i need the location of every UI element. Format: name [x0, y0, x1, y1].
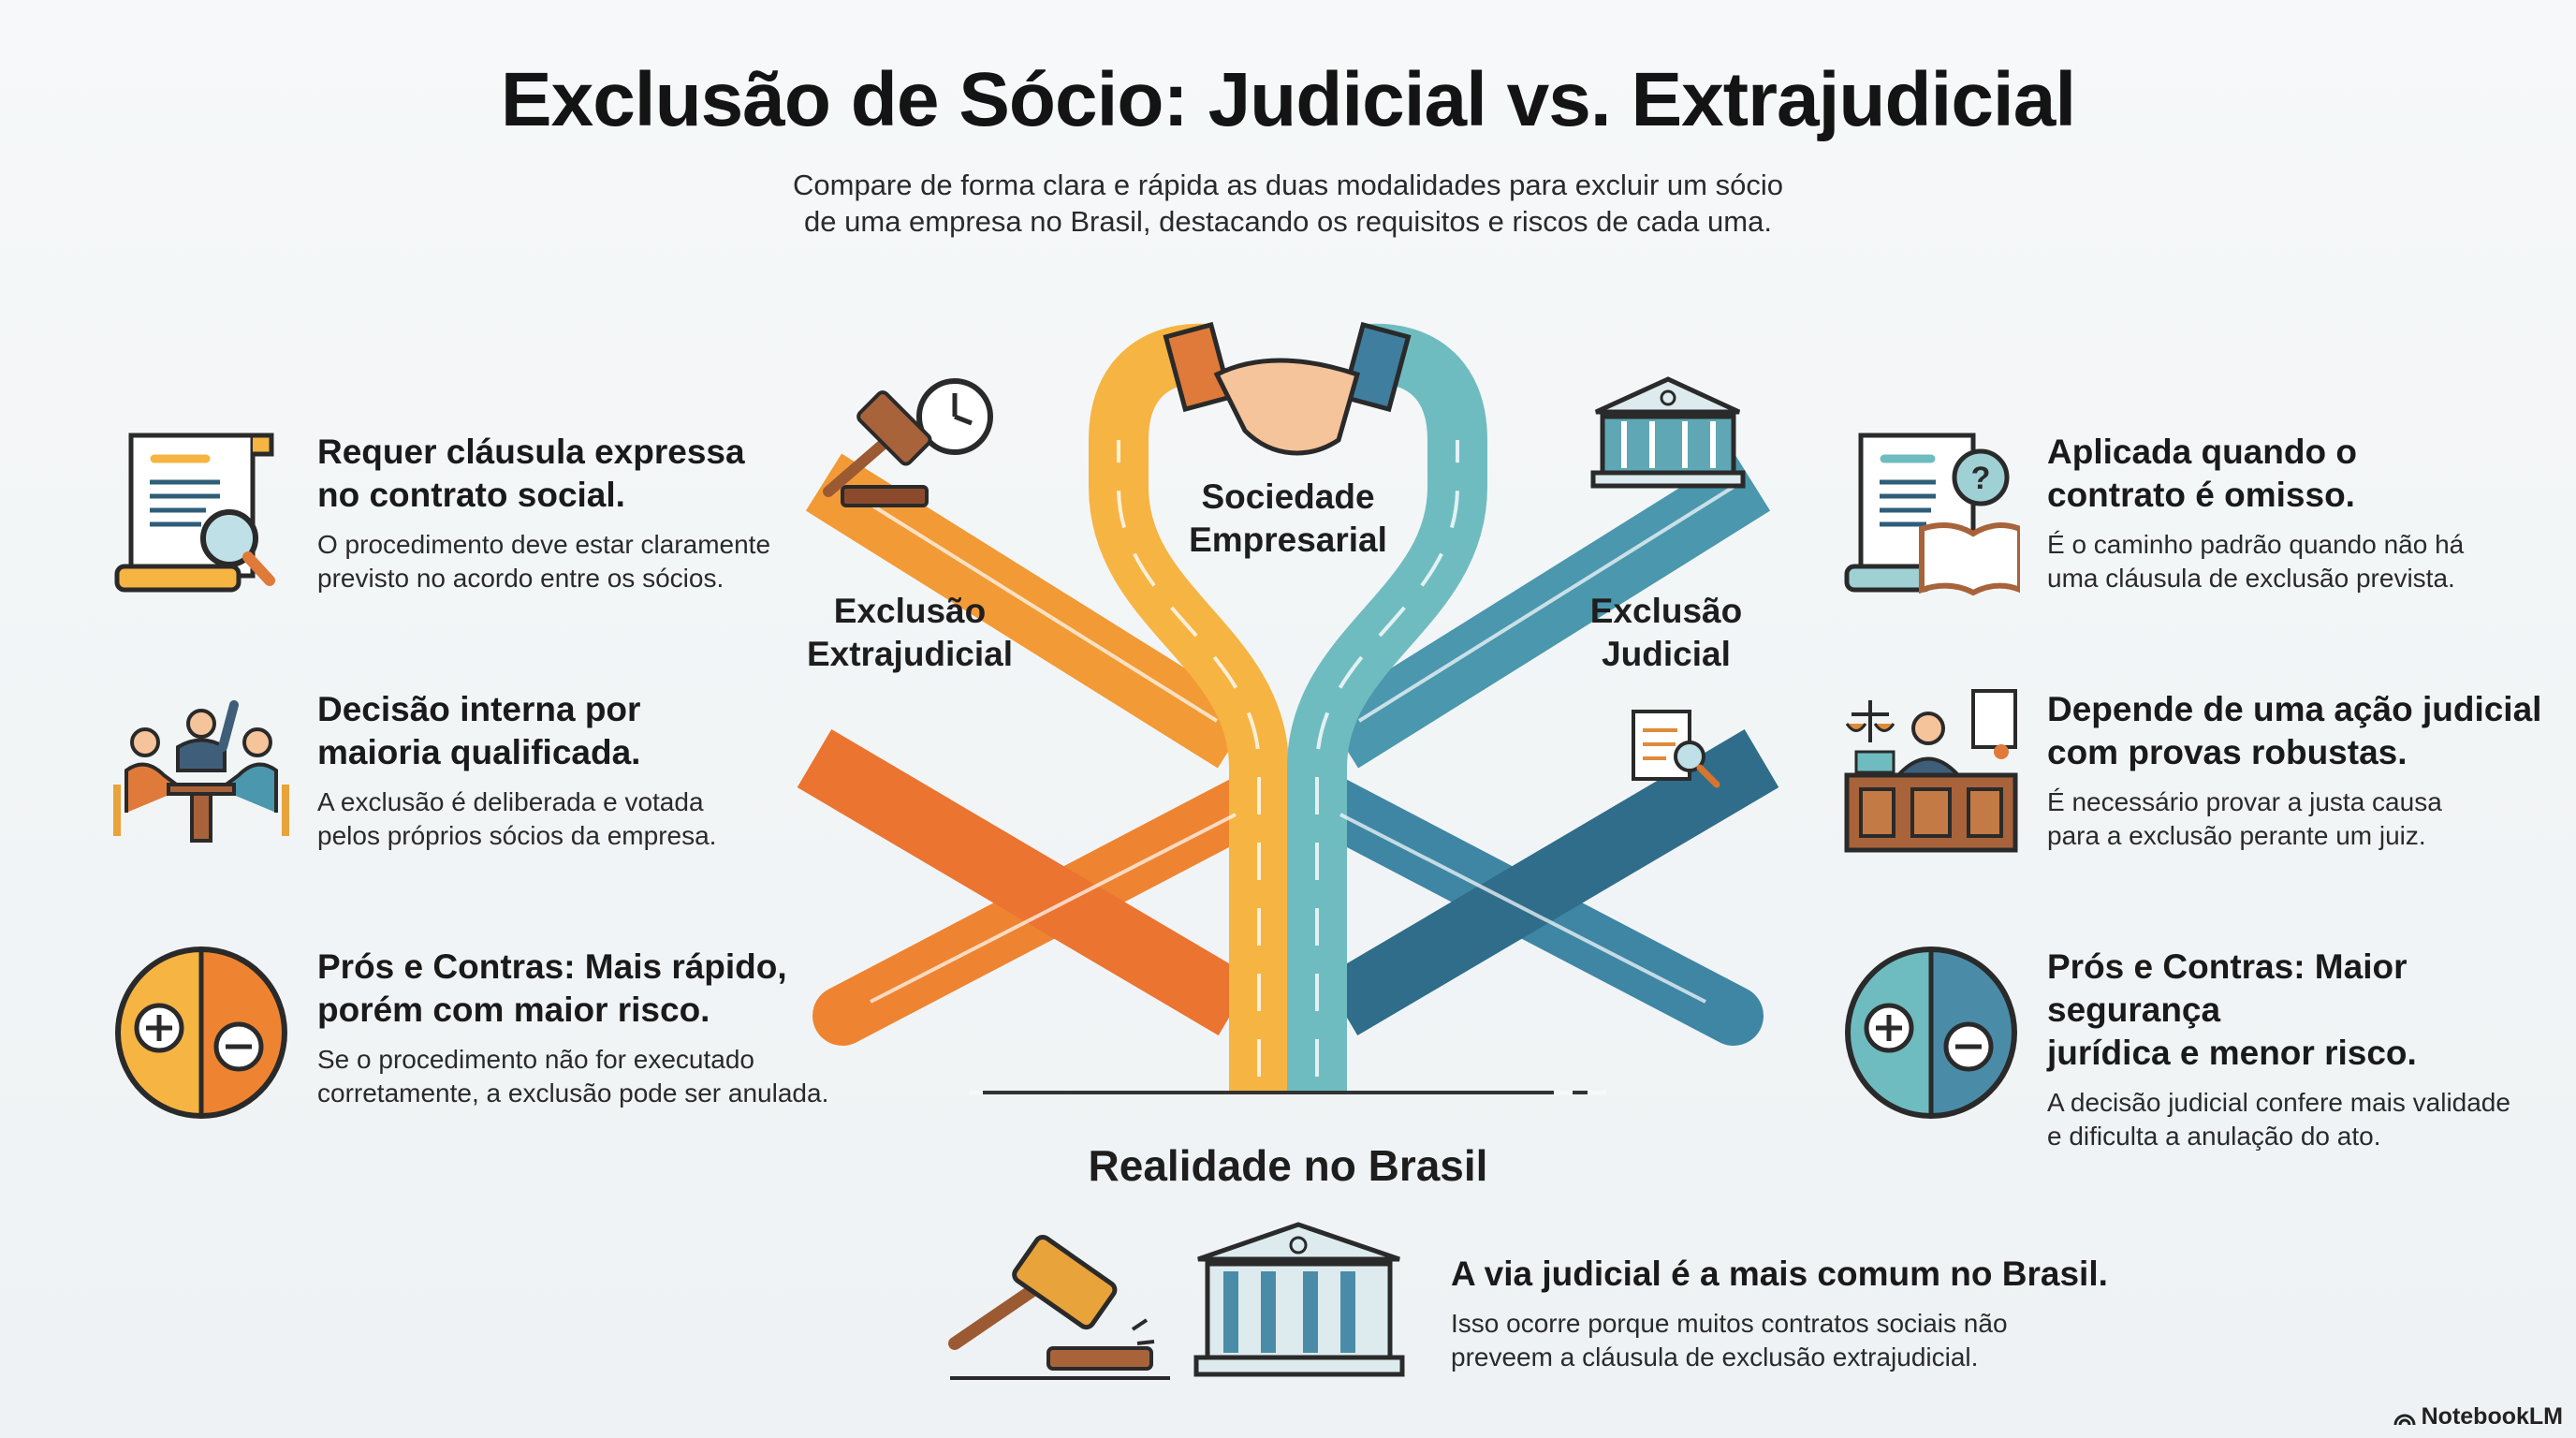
- pros-cons-icon: [1845, 946, 2017, 1119]
- label-line: Exclusão: [833, 592, 987, 630]
- gavel-clock-icon: [823, 378, 993, 507]
- orange-lane-marking: [870, 813, 1237, 1004]
- center-label-sociedade-empresarial: Sociedade Empresarial: [1148, 476, 1428, 562]
- teal-lower-platform-road: [1323, 728, 1779, 1036]
- reality-heading: A via judicial é a mais comum no Brasil.: [1451, 1255, 2108, 1293]
- orange-lane-marking: [1117, 440, 1261, 1077]
- pros-cons-icon: [115, 946, 287, 1119]
- courthouse-icon: [1193, 1222, 1405, 1377]
- notebooklm-brand: NotebookLM: [2393, 1403, 2563, 1431]
- notebooklm-logo-icon: [2393, 1414, 2416, 1425]
- label-line: Judicial: [1602, 635, 1731, 673]
- svg-text:?: ?: [1971, 461, 1991, 496]
- subtitle-line: de uma empresa no Brasil, destacando os …: [804, 205, 1772, 238]
- reality-text: A via judicial é a mais comum no Brasil.…: [1451, 1253, 2200, 1374]
- page-subtitle: Compare de forma clara e rápida as duas …: [0, 167, 2576, 240]
- label-line: Sociedade: [1201, 477, 1375, 516]
- extrajudicial-item-pros-cons: Prós e Contras: Mais rápido,porém com ma…: [317, 946, 879, 1110]
- reality-title: Realidade no Brasil: [1088, 1141, 1488, 1190]
- label-line: Extrajudicial: [806, 635, 1014, 673]
- orange-upper-platform-road: [805, 453, 1254, 769]
- contract-magnifier-icon: [114, 433, 275, 593]
- extrajudicial-roads: [797, 323, 1289, 1091]
- orange-lower-platform-road: [797, 728, 1253, 1036]
- courthouse-icon: [1590, 376, 1746, 489]
- teal-lane-marking: [1339, 813, 1706, 1004]
- teal-lane-marking: [1315, 440, 1459, 1077]
- partners-meeting-vote-icon: [113, 700, 289, 843]
- handshake-icon: [1163, 321, 1412, 456]
- reality-gavel-courthouse-icons: [948, 1222, 1405, 1380]
- judicial-roads: [1287, 323, 1779, 1091]
- document-magnifier-icon: [1632, 710, 1720, 788]
- item-body: A decisão judicial confere mais validade…: [2047, 1088, 2510, 1151]
- subtitle-line: Compare de forma clara e rápida as duas …: [793, 169, 1783, 201]
- teal-lane-marking: [1357, 485, 1735, 723]
- item-heading: Prós e Contras: Mais rápido,porém com ma…: [317, 947, 787, 1029]
- orange-lane-marking: [841, 485, 1219, 723]
- label-exclusao-judicial: Exclusão Judicial: [1526, 590, 1807, 676]
- page-title: Exclusão de Sócio: Judicial vs. Extrajud…: [500, 57, 2076, 142]
- label-line: Exclusão: [1589, 592, 1743, 630]
- reality-body: Isso ocorre porque muitos contratos soci…: [1451, 1309, 2008, 1372]
- teal-upper-platform-road: [1322, 453, 1771, 769]
- gavel-icon: [948, 1235, 1170, 1380]
- judge-bench-icon: [1844, 689, 2018, 853]
- contract-question-book-icon: ?: [1844, 433, 2020, 596]
- brand-label: NotebookLM: [2421, 1403, 2563, 1430]
- label-exclusao-extrajudicial: Exclusão Extrajudicial: [769, 590, 1050, 676]
- label-line: Empresarial: [1189, 521, 1387, 559]
